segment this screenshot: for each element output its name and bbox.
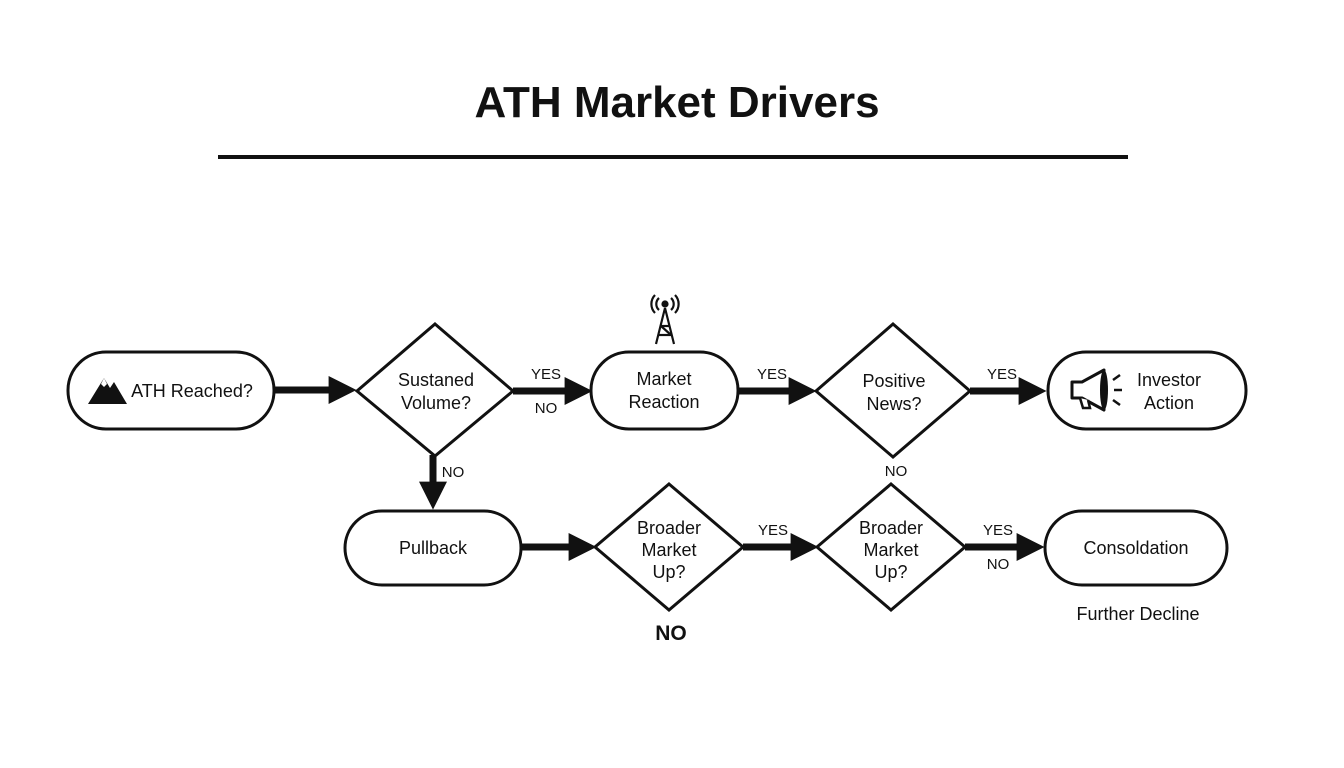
node-sustained-line2: Volume? xyxy=(401,393,471,413)
node-ath-label: ATH Reached? xyxy=(131,381,253,401)
node-pullback: Pullback xyxy=(343,509,523,587)
node-broader-a-line1: Broader xyxy=(637,518,701,538)
node-investor-action: Investor Action xyxy=(1046,350,1248,431)
node-market-line2: Reaction xyxy=(628,392,699,412)
edge-label-no-5: NO xyxy=(987,556,1010,573)
node-positive-line2: News? xyxy=(866,394,921,414)
edge-label-no-positive: NO xyxy=(885,463,908,480)
edge-label-yes-1: YES xyxy=(531,366,561,383)
node-consolidation: Consoldation xyxy=(1043,509,1229,587)
node-market-line1: Market xyxy=(636,369,691,389)
edge-label-no-down: NO xyxy=(442,464,465,481)
node-pullback-label: Pullback xyxy=(399,538,468,558)
node-broader-b-line2: Market xyxy=(863,540,918,560)
node-broader-a-line3: Up? xyxy=(652,562,685,582)
further-decline-label: Further Decline xyxy=(1076,604,1199,624)
node-broader-b-line1: Broader xyxy=(859,518,923,538)
edge-label-no-big: NO xyxy=(655,622,687,645)
edge-label-yes-2: YES xyxy=(757,366,787,383)
node-consolidation-label: Consoldation xyxy=(1083,538,1188,558)
title-divider xyxy=(218,155,1128,159)
node-investor-line1: Investor xyxy=(1137,370,1201,390)
node-broader-a-line2: Market xyxy=(641,540,696,560)
megaphone-icon xyxy=(1070,368,1122,412)
node-sustained-line1: Sustaned xyxy=(398,370,474,390)
node-positive-line1: Positive xyxy=(862,371,925,391)
signal-tower-icon xyxy=(650,294,680,345)
connectors xyxy=(274,376,1047,561)
node-ath-reached: ATH Reached? xyxy=(66,350,276,431)
page-title: ATH Market Drivers xyxy=(474,78,880,127)
node-broader-market-b: Broader Market Up? xyxy=(814,482,968,612)
edge-label-yes-4: YES xyxy=(758,522,788,539)
node-broader-market-a: Broader Market Up? xyxy=(592,482,746,612)
mountain-icon xyxy=(88,378,127,404)
node-broader-b-line3: Up? xyxy=(874,562,907,582)
node-market-reaction: Market Reaction xyxy=(589,350,740,431)
edge-label-yes-3: YES xyxy=(987,366,1017,383)
node-sustained-volume: Sustaned Volume? xyxy=(354,322,516,458)
edge-label-yes-5: YES xyxy=(983,522,1013,539)
node-investor-line2: Action xyxy=(1144,393,1194,413)
edge-label-no-1: NO xyxy=(535,400,558,417)
node-positive-news: Positive News? xyxy=(813,322,973,459)
